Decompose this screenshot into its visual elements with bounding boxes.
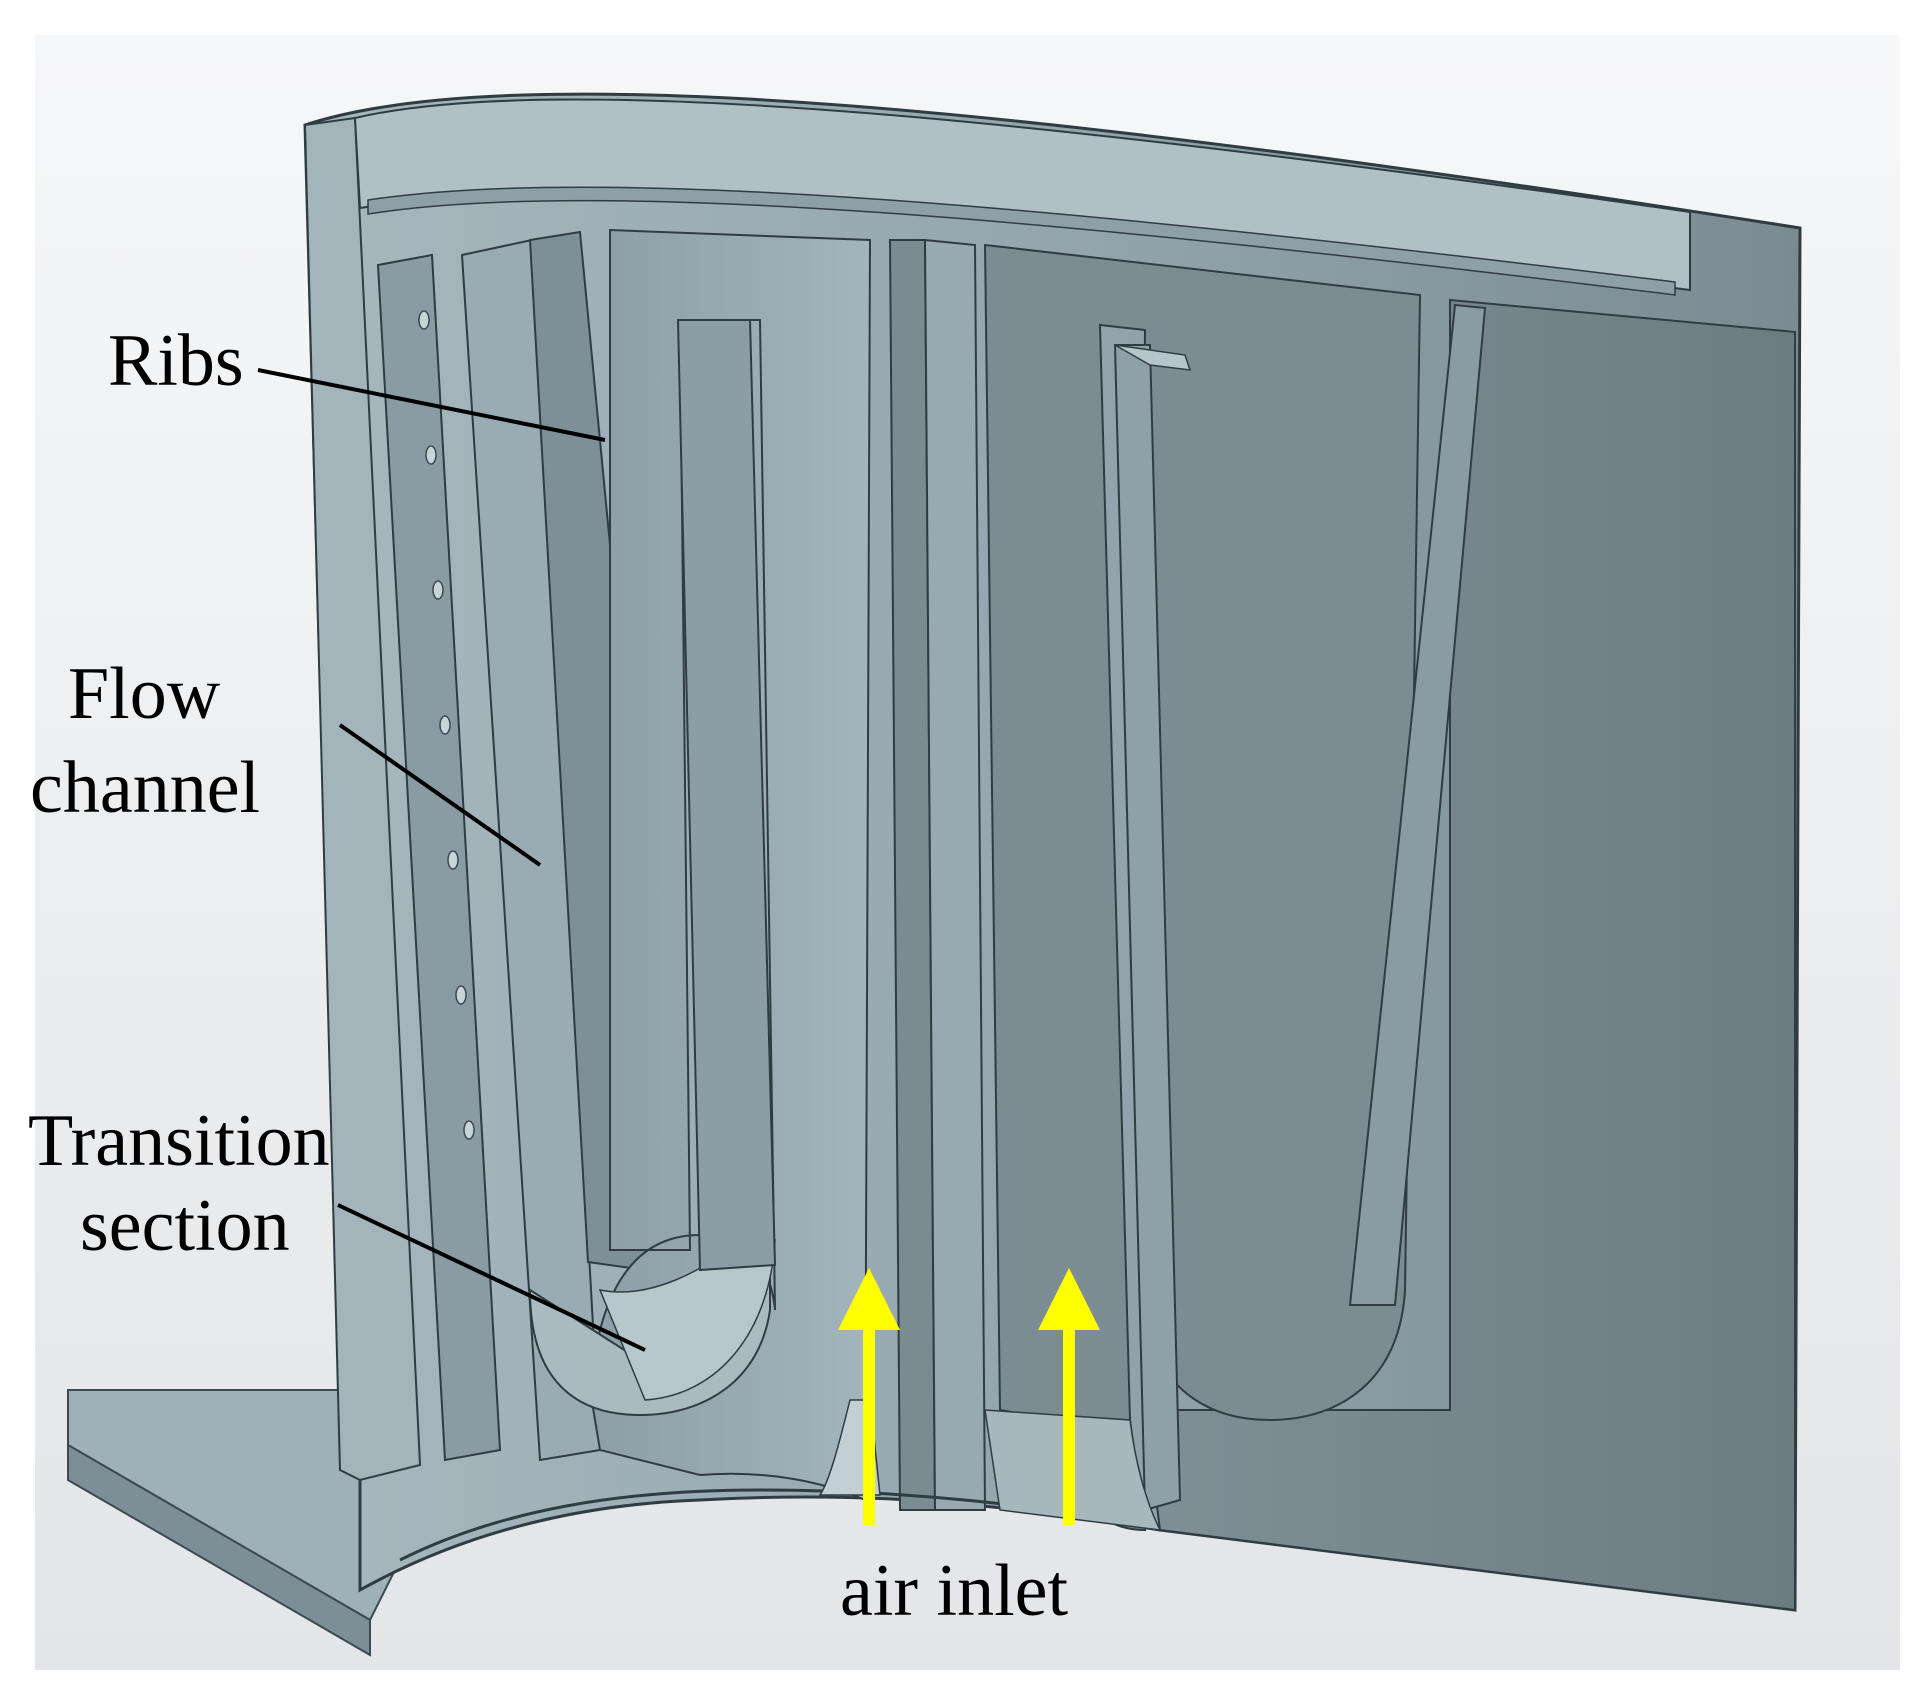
- leading-edge-cylinder: [303, 116, 422, 1482]
- cooling-hole: [432, 580, 444, 600]
- ribs-leader-line: [257, 368, 606, 442]
- transition-section-label-line1: Transition: [28, 1100, 330, 1182]
- air-inlet-arrow-left: [838, 1268, 900, 1525]
- flow-channel-strip: [376, 253, 502, 1462]
- cooling-hole: [439, 715, 451, 735]
- air-inlet-arrow-right: [1038, 1268, 1100, 1525]
- transition-section-leader-line: [337, 1203, 646, 1352]
- tip-rim-inner: [367, 186, 1676, 296]
- arrow-head: [838, 1268, 900, 1330]
- flow-channel-label-line1: Flow: [68, 653, 221, 735]
- transition-section-label-line2: section: [80, 1185, 290, 1267]
- arrow-shaft: [863, 1320, 875, 1525]
- cooling-hole: [418, 310, 430, 330]
- arrow-shaft: [1063, 1320, 1075, 1525]
- cooling-hole: [463, 1120, 475, 1140]
- cooling-hole: [425, 445, 437, 465]
- rib-center-right: [1113, 344, 1182, 1512]
- cooling-hole: [455, 985, 467, 1005]
- flow-channel-leader-line: [338, 723, 542, 867]
- base-platform-edge: [67, 1443, 371, 1657]
- rib-center-right-top: [1114, 344, 1192, 371]
- air-inlet-label: air inlet: [840, 1550, 1069, 1632]
- flow-channel-label-line2: channel: [30, 747, 260, 829]
- cooling-hole: [447, 850, 459, 870]
- rib-divider-left: [676, 319, 777, 1272]
- arrow-head: [1038, 1268, 1100, 1330]
- central-divider-face: [923, 238, 987, 1511]
- ribs-label: Ribs: [108, 320, 244, 402]
- serpentine-channel-right: [983, 243, 1422, 1532]
- base-platform: [67, 1389, 402, 1622]
- rib-right-slanted: [1348, 303, 1487, 1306]
- cooling-holes: [418, 310, 475, 1140]
